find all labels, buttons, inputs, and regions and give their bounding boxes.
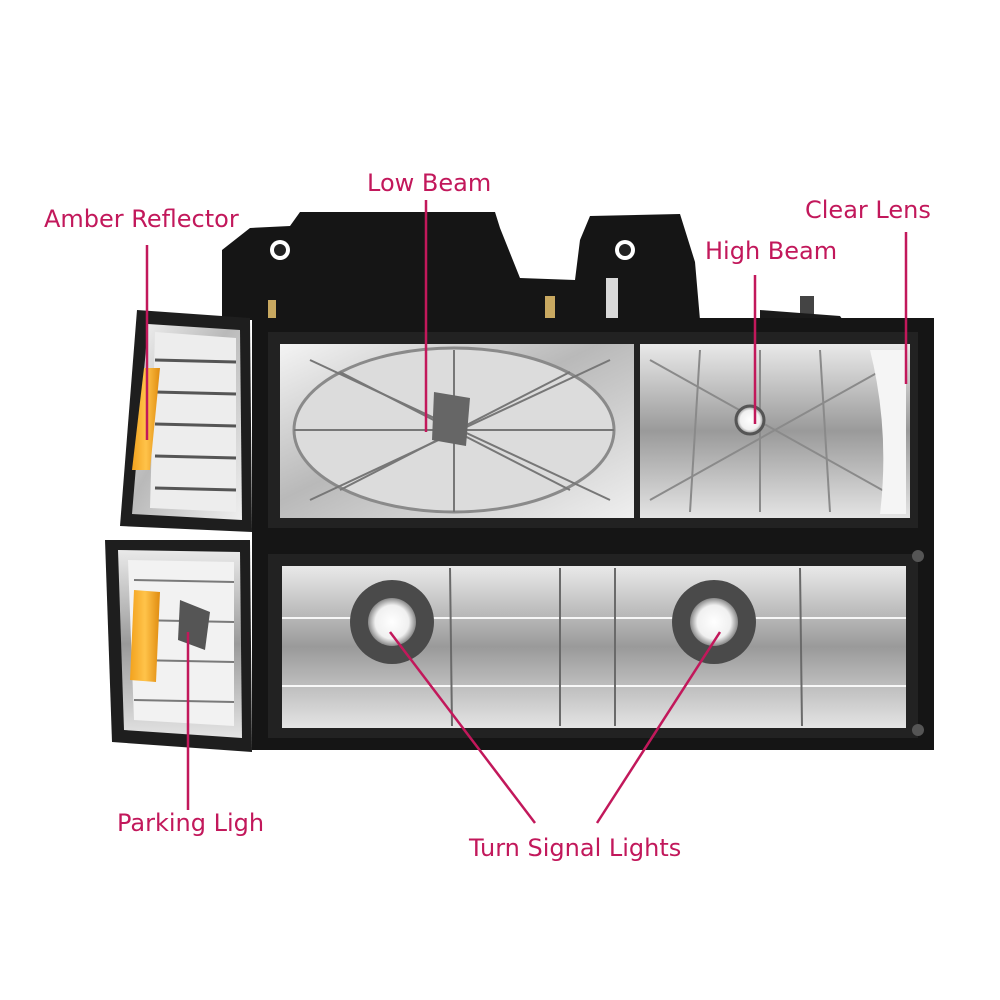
label-high-beam: High Beam bbox=[705, 237, 838, 265]
headlight-assembly bbox=[252, 318, 934, 546]
label-clear-lens: Clear Lens bbox=[805, 196, 931, 224]
lower-corner-lamp bbox=[105, 540, 252, 752]
label-parking-light: Parking Ligh bbox=[117, 809, 265, 837]
label-low-beam: Low Beam bbox=[367, 169, 492, 197]
callout-lines bbox=[145, 200, 908, 824]
turn-signal-right-leader bbox=[595, 631, 722, 824]
label-amber-reflector: Amber Reflector bbox=[44, 205, 239, 233]
turn-signal-left-leader bbox=[389, 631, 536, 824]
label-turn-signal-lights: Turn Signal Lights bbox=[469, 834, 682, 862]
upper-corner-lamp bbox=[120, 310, 252, 532]
turn-signal-lamp bbox=[252, 540, 934, 750]
